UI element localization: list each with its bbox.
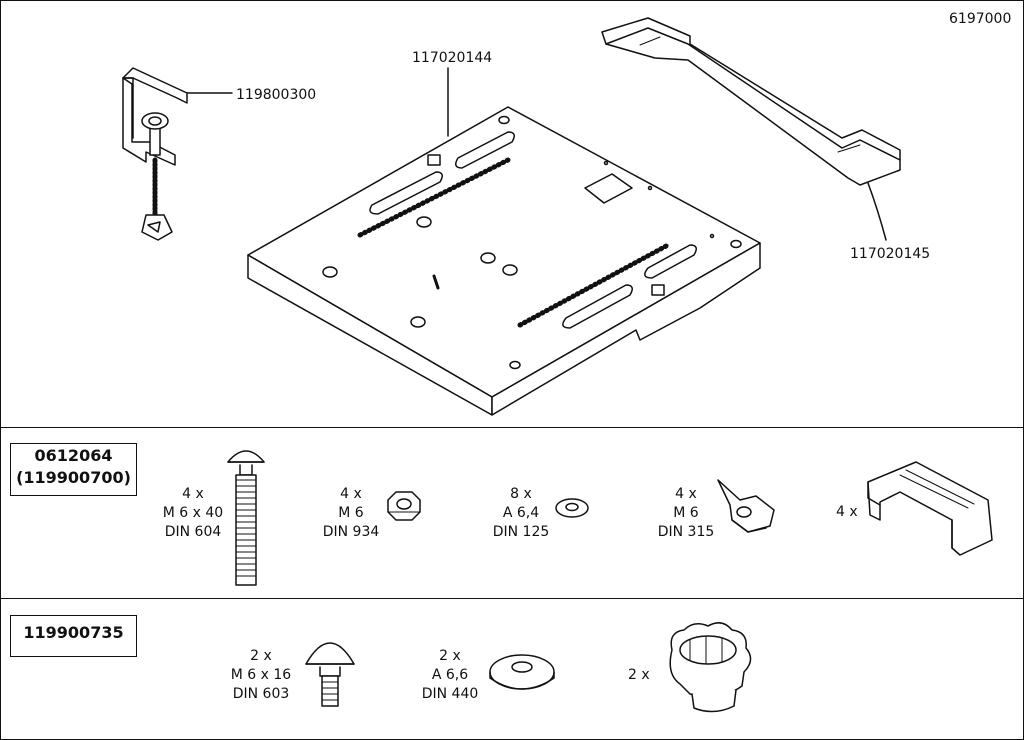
set2-item-washer-spec: 2 x A 6,6 DIN 440 bbox=[422, 647, 479, 704]
carriage-bolt-m6x40-drawing bbox=[227, 450, 265, 586]
size: M 6 x 16 bbox=[230, 667, 292, 683]
set1-item-wing-nut-spec: 4 x M 6 DIN 315 bbox=[658, 485, 715, 542]
qty: 4 x bbox=[675, 486, 697, 502]
set2-item-knob-qty: 2 x bbox=[628, 667, 650, 683]
clamp-part-number: 119800300 bbox=[236, 87, 317, 103]
qty: 4 x bbox=[182, 486, 204, 502]
size: M 6 bbox=[338, 505, 364, 521]
standard: DIN 315 bbox=[657, 524, 715, 540]
standard: DIN 934 bbox=[322, 524, 380, 540]
size: A 6,6 bbox=[431, 667, 469, 683]
qty: 4 x bbox=[340, 486, 362, 502]
set1-item-hex-nut-spec: 4 x M 6 DIN 934 bbox=[323, 485, 380, 542]
size: M 6 x 40 bbox=[162, 505, 224, 521]
qty: 2 x bbox=[439, 648, 461, 664]
base-plate-drawing bbox=[247, 106, 761, 416]
rail-leader-line bbox=[867, 182, 887, 241]
c-clamp-drawing bbox=[122, 67, 188, 241]
standard: DIN 604 bbox=[164, 524, 222, 540]
standard: DIN 440 bbox=[421, 686, 479, 702]
set1-subtitle: (119900700) bbox=[16, 468, 131, 487]
doc-number: 6197000 bbox=[949, 11, 1012, 27]
size: M 6 bbox=[673, 505, 699, 521]
set2-part-box: 119900735 bbox=[10, 615, 137, 657]
set1-item-carriage-bolt-spec: 4 x M 6 x 40 DIN 604 bbox=[163, 485, 223, 542]
qty: 8 x bbox=[510, 486, 532, 502]
set1-item-washer-spec: 8 x A 6,4 DIN 125 bbox=[493, 485, 550, 542]
star-knob-drawing bbox=[669, 622, 752, 713]
set1-item-bracket-qty: 4 x bbox=[836, 504, 858, 520]
u-bracket-drawing bbox=[867, 461, 993, 556]
section-divider-top bbox=[0, 427, 1024, 428]
set1-part-box: 0612064 (119900700) bbox=[10, 443, 137, 496]
qty: 2 x bbox=[250, 648, 272, 664]
set1-title: 0612064 bbox=[34, 446, 113, 465]
set2-item-bolt-spec: 2 x M 6 x 16 DIN 603 bbox=[231, 647, 291, 704]
standard: DIN 125 bbox=[492, 524, 550, 540]
washer-a66-drawing bbox=[489, 654, 555, 690]
carriage-bolt-m6x16-drawing bbox=[305, 642, 355, 707]
guide-rail-drawing bbox=[601, 17, 901, 186]
section-divider-bottom bbox=[0, 598, 1024, 599]
rail-part-number: 117020145 bbox=[850, 246, 931, 262]
wing-nut-m6-drawing bbox=[717, 479, 775, 533]
standard: DIN 603 bbox=[232, 686, 290, 702]
size: A 6,4 bbox=[502, 505, 540, 521]
washer-a64-drawing bbox=[555, 498, 589, 518]
plate-part-number: 117020144 bbox=[412, 50, 493, 66]
set2-title: 119900735 bbox=[23, 623, 124, 642]
hex-nut-m6-drawing bbox=[387, 491, 421, 521]
